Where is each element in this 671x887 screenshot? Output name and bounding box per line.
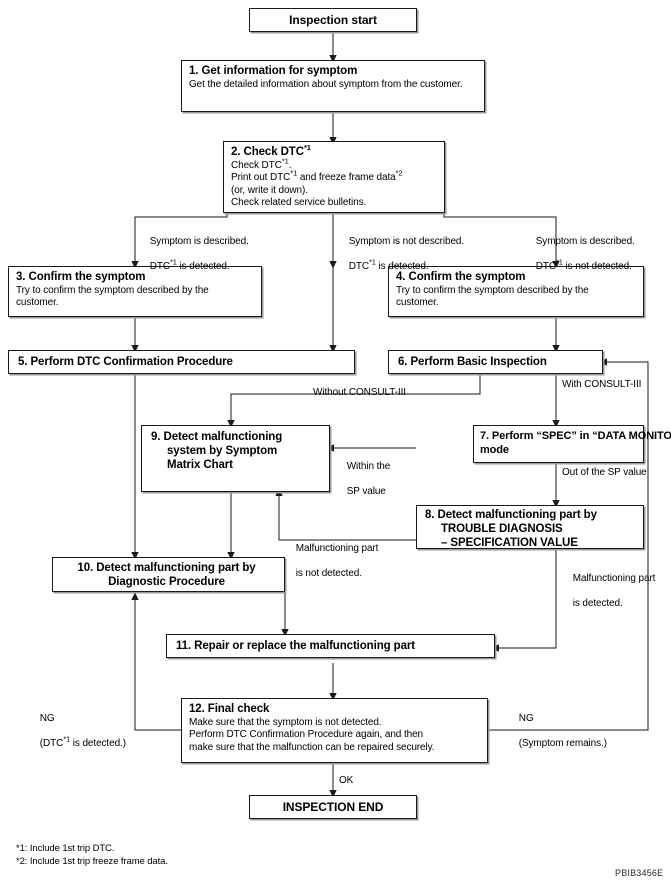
edge-label-mal-not-detected-line-1: Malfunctioning part [295,543,379,555]
edge-label-out-of-sp-value: Out of the SP value [562,467,647,478]
node-2-title: 2. Check DTC*1 [231,143,311,158]
edge-label-branch-middle: Symptom is not described. DTC*1 is detec… [338,224,464,286]
node-7-title-line-1: 7. Perform “SPEC” in “DATA MONITOR” [480,430,671,442]
node-5-title: 5. Perform DTC Confirmation Procedure [18,356,233,368]
node-10-title-line-1: 10. Detect malfunctioning part by [77,562,256,574]
node-2-line-1: Check DTC*1. [231,156,292,171]
node-4-title: 4. Confirm the symptom [396,271,526,283]
edge-label-branch-left-line-1: Symptom is described. [149,236,249,248]
node-2-line-2: Print out DTC*1 and freeze frame data*2 [231,169,403,184]
edge-12-ng-to-10 [131,592,181,731]
edge-label-mal-detected-line-2: is detected. [572,598,623,610]
edge-label-malfunctioning-not-detected: Malfunctioning part is not detected. [285,531,379,593]
node-inspection-end[interactable]: INSPECTION END [249,795,417,819]
node-7-perform-spec-data-monitor[interactable]: 7. Perform “SPEC” in “DATA MONITOR” mode [473,425,671,463]
node-2-line-3: (or, write it down). [231,184,308,196]
node-12-line-1: Make sure that the symptom is not detect… [189,717,382,728]
node-8-title-line-1: 8. Detect malfunctioning part by [425,509,597,521]
node-5-dtc-confirmation-procedure[interactable]: 5. Perform DTC Confirmation Procedure [8,350,355,374]
edge-label-within-sp-line-1: Within the [346,461,391,473]
node-inspection-start[interactable]: Inspection start [249,8,417,32]
node-12-final-check[interactable]: 12. Final check Make sure that the sympt… [181,698,488,763]
edge-label-ng-left: NG (DTC*1 is detected.) [29,701,126,763]
node-7-title-line-2: mode [480,444,509,456]
node-8-title-line-3: – SPECIFICATION VALUE [441,537,578,549]
node-8-trouble-diagnosis-spec-value[interactable]: 8. Detect malfunctioning part by TROUBLE… [416,505,644,549]
node-9-symptom-matrix-chart[interactable]: 9. Detect malfunctioning system by Sympt… [141,425,330,492]
figure-id: PBIB3456E [615,868,664,878]
node-3-body: Try to confirm the symptom described by … [16,285,209,309]
edge-label-branch-left: Symptom is described. DTC*1 is detected. [139,224,249,286]
edge-label-ng-right-line-2: (Symptom remains.) [518,738,607,750]
node-6-basic-inspection[interactable]: 6. Perform Basic Inspection [388,350,603,374]
edge-label-branch-right-line-1: Symptom is described. [535,236,635,248]
edge-label-branch-right-line-2: DTC*1 is not detected. [535,257,632,273]
node-2-body: Check DTC*1. Print out DTC*1 and freeze … [231,156,438,210]
node-4-confirm-symptom[interactable]: 4. Confirm the symptom Try to confirm th… [388,266,644,317]
footnote-2: *2: Include 1st trip freeze frame data. [16,856,168,867]
node-inspection-start-title: Inspection start [289,13,377,27]
node-2-check-dtc[interactable]: 2. Check DTC*1 Check DTC*1. Print out DT… [223,141,445,213]
edge-8-to-11 [491,549,557,652]
edge-label-within-sp-line-2: SP value [346,486,386,498]
node-11-repair-or-replace[interactable]: 11. Repair or replace the malfunctioning… [166,634,495,658]
node-4-body: Try to confirm the symptom described by … [396,285,589,309]
edge-label-ng-left-line-2: (DTC*1 is detected.) [39,734,126,750]
node-1-get-information[interactable]: 1. Get information for symptom Get the d… [181,60,485,112]
node-10-title-line-2: Diagnostic Procedure [108,576,225,588]
node-6-title: 6. Perform Basic Inspection [398,356,547,368]
node-12-line-3: make sure that the malfunction can be re… [189,741,435,753]
footnote-ref-1: *1 [303,143,311,153]
node-12-title: 12. Final check [189,703,270,715]
node-11-title: 11. Repair or replace the malfunctioning… [176,640,415,652]
node-inspection-end-title: INSPECTION END [282,800,384,814]
edge-label-branch-left-line-2: DTC*1 is detected. [149,257,230,273]
edge-label-without-consult: Without CONSULT-III [313,387,406,398]
node-1-body: Get the detailed information about sympt… [189,79,463,90]
edge-label-ng-right-line-1: NG [518,713,534,725]
edge-label-malfunctioning-detected: Malfunctioning part is detected. [562,561,656,623]
footnote-ref-2: *2 [395,169,403,179]
node-9-title-line-1: 9. Detect malfunctioning [151,431,283,443]
node-10-diagnostic-procedure[interactable]: 10. Detect malfunctioning part by Diagno… [52,557,285,592]
edge-label-within-sp-value: Within the SP value [336,449,391,511]
node-2-line-4: Check related service bulletins. [231,197,367,209]
edge-label-ng-right: NG (Symptom remains.) [508,701,607,763]
node-9-title-line-2: system by Symptom [167,445,278,457]
node-1-title: 1. Get information for symptom [189,65,358,77]
edge-label-mal-detected-line-1: Malfunctioning part [572,573,656,585]
node-9-title-line-3: Matrix Chart [167,459,233,471]
footnote-1: *1: Include 1st trip DTC. [16,843,115,854]
edge-label-mal-not-detected-line-2: is not detected. [295,568,362,580]
edge-label-branch-right: Symptom is described. DTC*1 is not detec… [525,224,635,286]
node-12-body: Make sure that the symptom is not detect… [189,717,481,754]
edge-label-branch-middle-line-1: Symptom is not described. [348,236,465,248]
edge-label-branch-middle-line-2: DTC*1 is detected. [348,257,429,273]
node-3-confirm-symptom[interactable]: 3. Confirm the symptom Try to confirm th… [8,266,262,317]
edge-label-with-consult: With CONSULT-III [562,379,642,390]
node-8-title-line-2: TROUBLE DIAGNOSIS [441,523,563,535]
edge-label-ng-left-line-1: NG [39,713,55,725]
edge-label-ok: OK [339,775,354,786]
node-3-title: 3. Confirm the symptom [16,271,146,283]
node-12-line-2: Perform DTC Confirmation Procedure again… [189,729,424,741]
